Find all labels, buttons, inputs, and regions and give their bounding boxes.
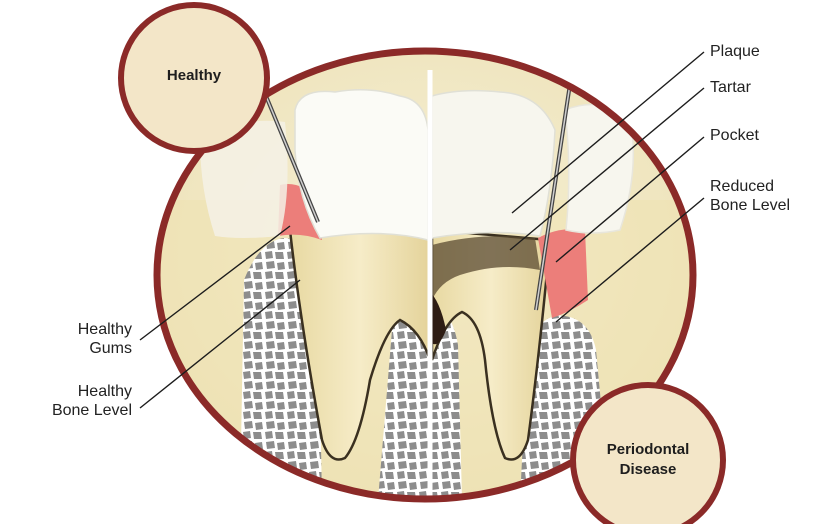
label-plaque: Plaque <box>710 42 760 61</box>
periodontal-badge-line2: Disease <box>583 460 713 480</box>
label-healthy-gums: Healthy Gums <box>20 320 132 358</box>
label-reduced-bone-level-line2: Bone Level <box>710 196 790 215</box>
label-healthy-bone-level-line2: Bone Level <box>10 401 132 420</box>
periodontal-badge-label: Periodontal Disease <box>583 440 713 480</box>
label-healthy-gums-line1: Healthy <box>20 320 132 339</box>
periodontal-badge-line1: Periodontal <box>583 440 713 460</box>
healthy-badge-label: Healthy <box>134 66 254 86</box>
crown-diseased <box>432 91 555 238</box>
label-pocket: Pocket <box>710 126 759 145</box>
label-reduced-bone-level: Reduced Bone Level <box>710 177 790 215</box>
label-reduced-bone-level-line1: Reduced <box>710 177 790 196</box>
label-healthy-bone-level-line1: Healthy <box>10 382 132 401</box>
label-tartar: Tartar <box>710 78 751 97</box>
label-healthy-gums-line2: Gums <box>20 339 132 358</box>
label-healthy-bone-level: Healthy Bone Level <box>10 382 132 420</box>
